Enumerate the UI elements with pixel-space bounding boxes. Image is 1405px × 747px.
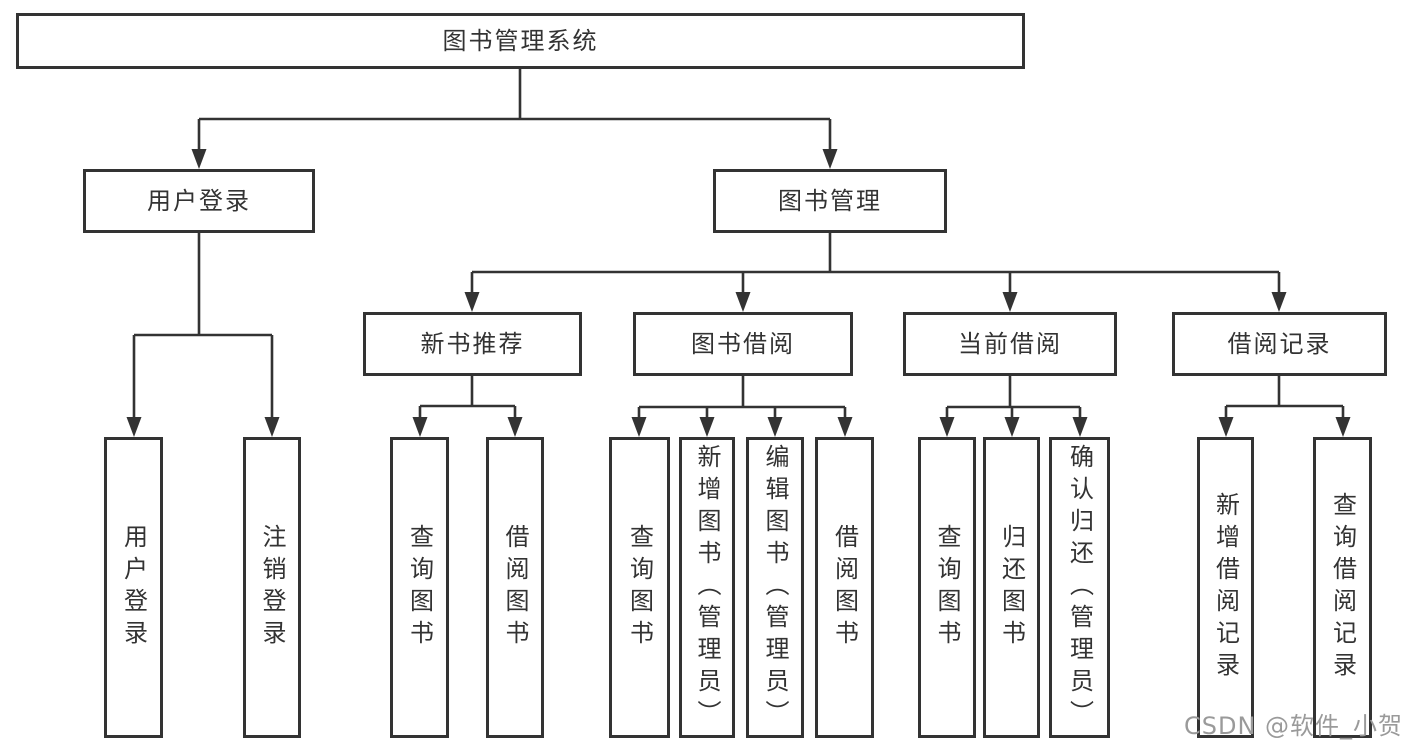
connector-book-borrow-children xyxy=(631,376,853,437)
node-label: 借阅图书 xyxy=(830,523,859,652)
node-label: 查询借阅记录 xyxy=(1328,491,1357,684)
leaf-query-books-borrow: 查询图书 xyxy=(609,437,670,738)
connector-new-book-recommend-children xyxy=(412,376,523,437)
connector-current-borrow-children xyxy=(939,376,1088,437)
node-borrow-records: 借阅记录 xyxy=(1172,312,1387,376)
node-label: 归还图书 xyxy=(997,523,1026,652)
connector-book-management-children xyxy=(464,233,1287,312)
leaf-confirm-return-admin: 确认归还（管理员） xyxy=(1049,437,1110,738)
leaf-return-books: 归还图书 xyxy=(983,437,1040,738)
node-label: 借阅记录 xyxy=(1227,329,1332,358)
leaf-logout: 注销登录 xyxy=(243,437,301,738)
node-label: 当前借阅 xyxy=(958,329,1062,358)
node-label: 新书推荐 xyxy=(420,329,525,358)
leaf-add-borrow-record: 新增借阅记录 xyxy=(1197,437,1254,738)
node-new-book-recommend: 新书推荐 xyxy=(363,312,582,376)
leaf-user-login: 用户登录 xyxy=(104,437,163,738)
node-label: 查询图书 xyxy=(933,523,961,652)
node-book-borrow: 图书借阅 xyxy=(633,312,853,376)
node-label: 确认归还（管理员） xyxy=(1065,443,1094,732)
node-root-system: 图书管理系统 xyxy=(16,13,1025,69)
node-label: 查询图书 xyxy=(625,523,654,652)
connector-borrow-records-children xyxy=(1218,376,1351,437)
leaf-add-book-admin: 新增图书（管理员） xyxy=(679,437,735,738)
node-label: 图书管理系统 xyxy=(442,26,599,55)
node-label: 借阅图书 xyxy=(501,523,529,652)
leaf-query-borrow-record: 查询借阅记录 xyxy=(1313,437,1372,738)
node-label: 查询图书 xyxy=(405,523,434,652)
leaf-edit-book-admin: 编辑图书（管理员） xyxy=(746,437,804,738)
node-label: 编辑图书（管理员） xyxy=(761,443,789,732)
node-label: 用户登录 xyxy=(119,523,148,652)
leaf-query-books-recommend: 查询图书 xyxy=(390,437,449,738)
node-label: 图书借阅 xyxy=(691,329,795,358)
connector-root-to-level2 xyxy=(191,69,838,169)
leaf-query-books-current: 查询图书 xyxy=(918,437,976,738)
node-current-borrow: 当前借阅 xyxy=(903,312,1117,376)
node-label: 新增借阅记录 xyxy=(1211,491,1240,684)
leaf-borrow-books-borrow: 借阅图书 xyxy=(815,437,874,738)
node-label: 用户登录 xyxy=(147,186,251,215)
node-label: 注销登录 xyxy=(258,523,286,652)
node-label: 新增图书（管理员） xyxy=(693,443,721,732)
connector-user-login-children xyxy=(126,233,280,437)
node-book-management: 图书管理 xyxy=(713,169,947,233)
node-label: 图书管理 xyxy=(778,186,882,215)
watermark: CSDN @软件_小贺同学 xyxy=(1184,712,1405,740)
leaf-borrow-books-recommend: 借阅图书 xyxy=(486,437,544,738)
node-user-login: 用户登录 xyxy=(83,169,315,233)
